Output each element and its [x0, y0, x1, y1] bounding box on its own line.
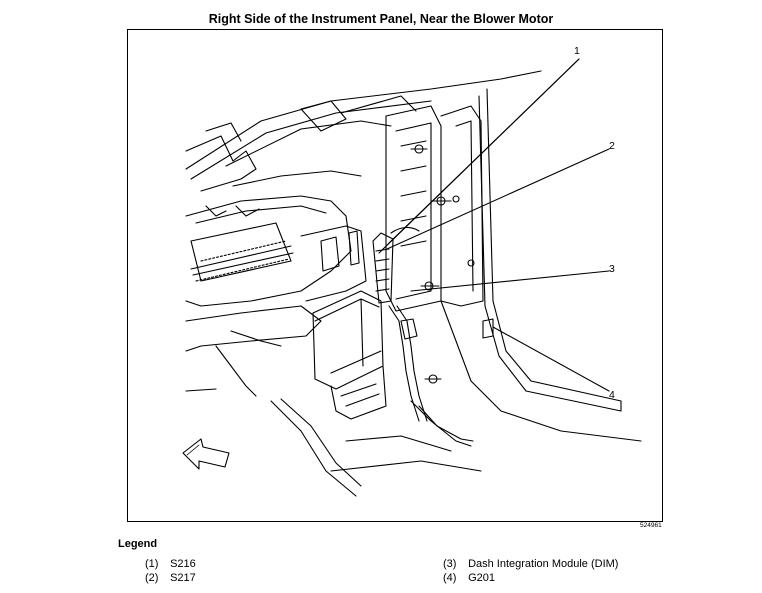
figure-id: 524961: [640, 522, 662, 529]
legend-item-number: (2): [145, 572, 159, 584]
instrument-panel-illustration: 1 2 3 4: [182, 45, 642, 497]
diagram-title: Right Side of the Instrument Panel, Near…: [208, 12, 554, 26]
legend-item: (1) S216: [145, 558, 196, 570]
legend-item-label: S216: [170, 558, 196, 570]
legend-item: (2) S217: [145, 572, 196, 584]
diagram-frame: 1 2 3 4: [127, 29, 663, 522]
callout-4: 4: [609, 389, 615, 401]
legend-item-label: Dash Integration Module (DIM): [468, 558, 619, 570]
callout-1: 1: [574, 45, 580, 57]
legend-item: (4) G201: [443, 572, 495, 584]
callout-2: 2: [609, 140, 615, 152]
legend-item-label: S217: [170, 572, 196, 584]
legend-item-number: (4): [443, 572, 457, 584]
legend-item-number: (1): [145, 558, 159, 570]
legend-item: (3) Dash Integration Module (DIM): [443, 558, 618, 570]
legend-heading: Legend: [118, 538, 158, 550]
callout-3: 3: [609, 263, 615, 275]
legend-item-label: G201: [468, 572, 495, 584]
legend-item-number: (3): [443, 558, 457, 570]
